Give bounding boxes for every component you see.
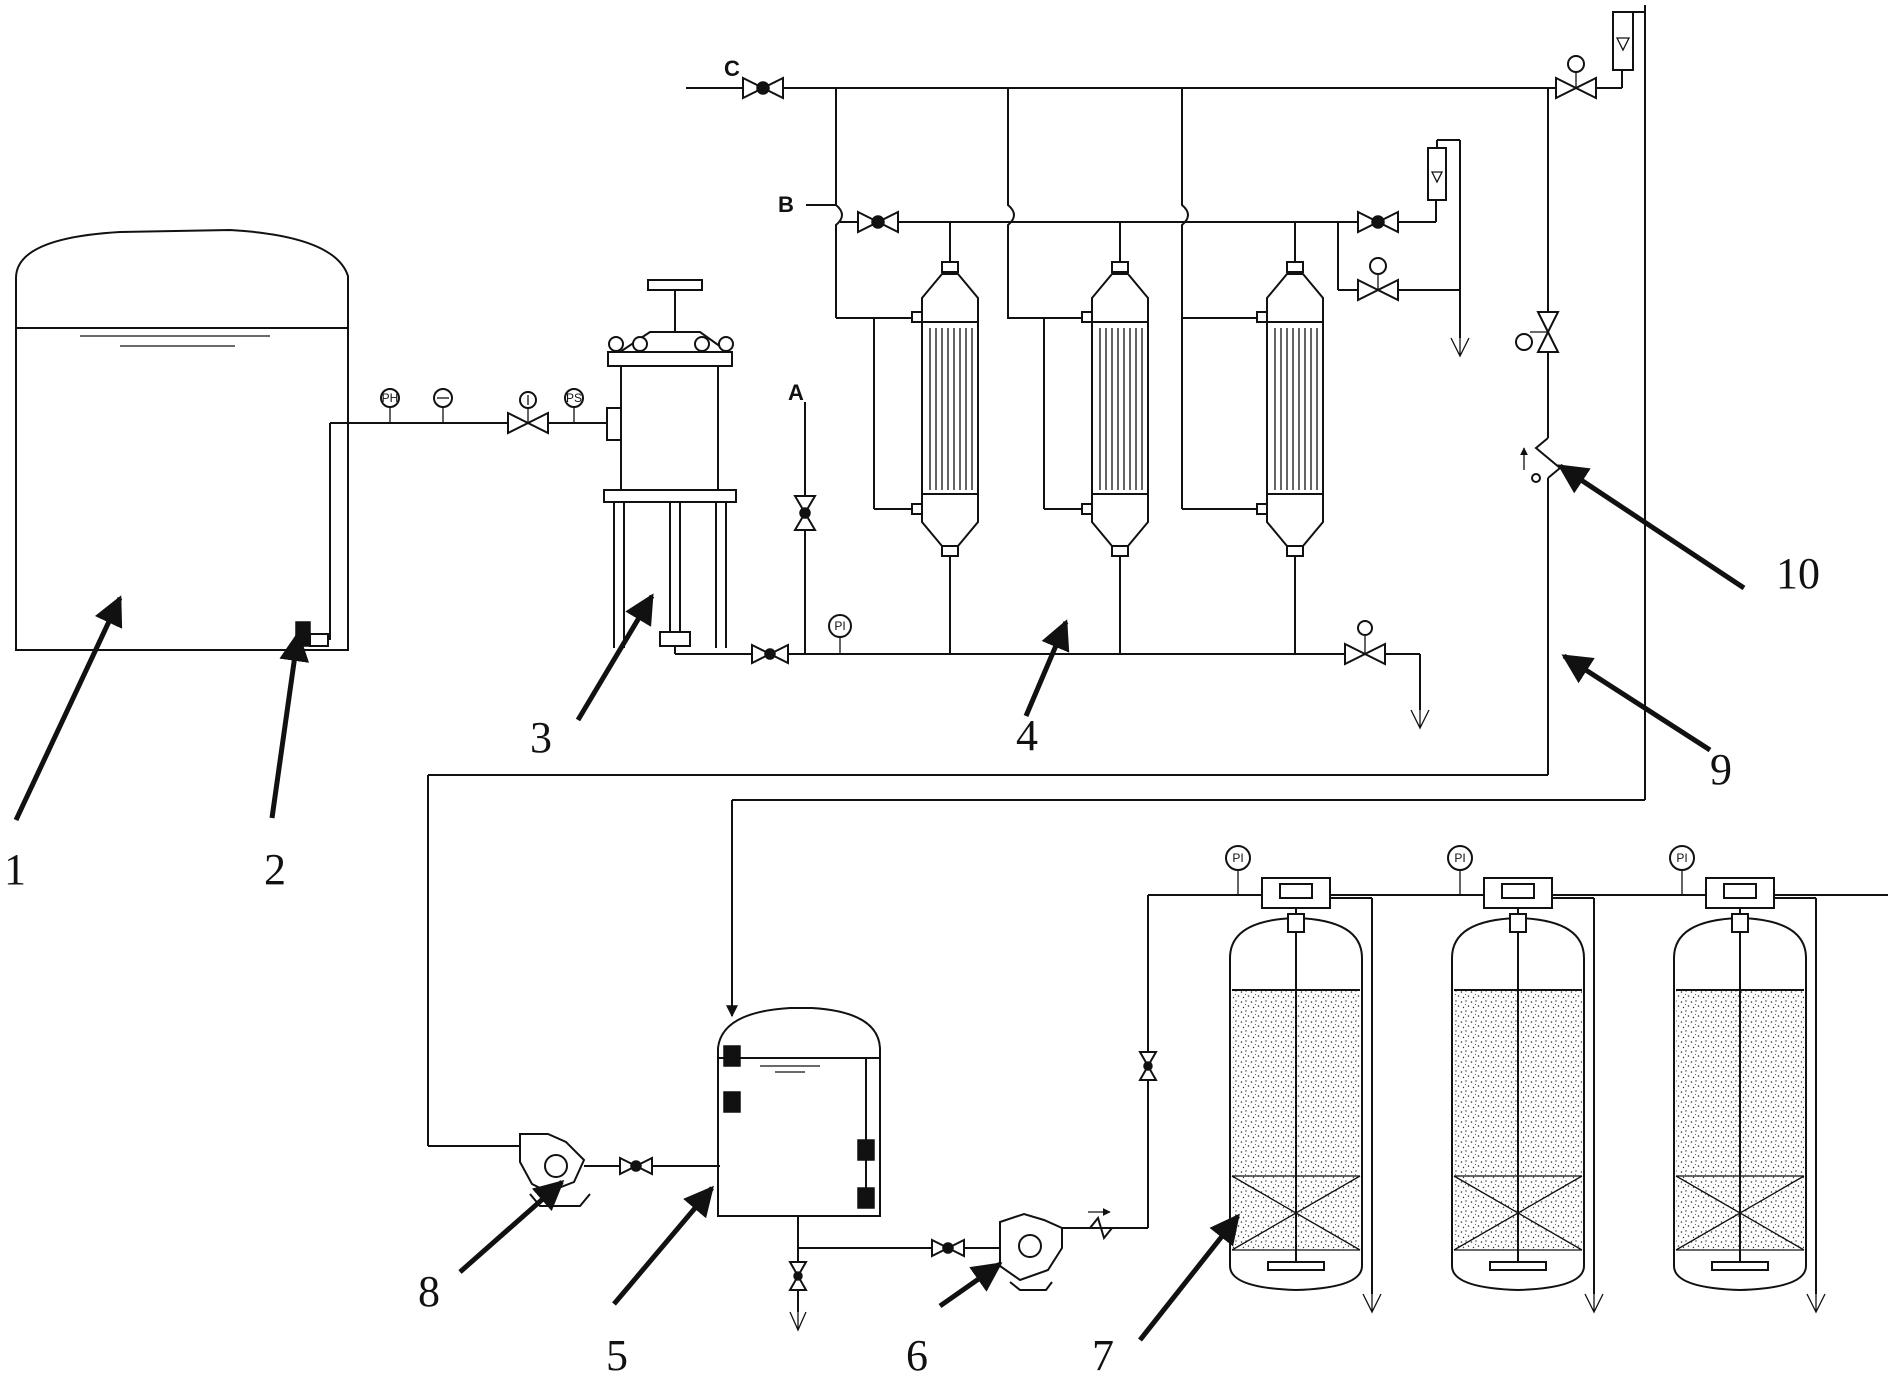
svg-text:PS: PS bbox=[566, 391, 582, 405]
line-a-valve-icon bbox=[793, 495, 817, 531]
media-filter-1: PI bbox=[1225, 845, 1382, 1314]
pump-6-check-valve-icon bbox=[1088, 1208, 1113, 1241]
svg-text:C: C bbox=[724, 56, 740, 81]
permeate-flow-valve-icon bbox=[1515, 311, 1560, 353]
callout-6: 6 bbox=[906, 1331, 928, 1378]
feed-control-valve-icon bbox=[507, 391, 549, 435]
callout-8: 8 bbox=[418, 1267, 440, 1316]
feed-pump-8 bbox=[519, 1133, 720, 1207]
uf-drain-valve-icon bbox=[1344, 620, 1386, 666]
callout-4: 4 bbox=[1016, 711, 1038, 760]
intermediate-tank bbox=[717, 1007, 1000, 1332]
callout-2: 2 bbox=[264, 845, 286, 894]
svg-text:PH: PH bbox=[382, 391, 399, 405]
line-b-header: B bbox=[778, 139, 1470, 358]
filter-3-pressure-gauge-icon: PI bbox=[1669, 845, 1695, 895]
raw-water-tank bbox=[15, 228, 349, 651]
filter-feed-valve-icon bbox=[1138, 1051, 1158, 1081]
uf-membrane-3 bbox=[1181, 222, 1324, 654]
callout-10: 10 bbox=[1776, 549, 1820, 598]
bypass-control-valve-icon bbox=[1357, 257, 1399, 302]
bag-filter bbox=[603, 279, 737, 654]
svg-text:PI: PI bbox=[1232, 851, 1243, 865]
concentrate-valve-icon bbox=[1357, 210, 1399, 234]
uf-membrane-2 bbox=[1043, 222, 1149, 654]
callout-7: 7 bbox=[1092, 1331, 1114, 1378]
svg-text:PI: PI bbox=[1454, 851, 1465, 865]
pump-8-valve-icon bbox=[619, 1156, 653, 1176]
tank-drain-valve-icon bbox=[788, 1261, 808, 1291]
check-valve-icon bbox=[1520, 437, 1562, 483]
return-line-to-tank bbox=[726, 799, 1645, 1018]
callout-5: 5 bbox=[606, 1331, 628, 1378]
permeate-line bbox=[427, 88, 1562, 1147]
pump-6-valve-icon bbox=[931, 1238, 965, 1258]
filter-2-pressure-gauge-icon: PI bbox=[1447, 845, 1473, 895]
pressure-gauge-icon: PI bbox=[828, 614, 852, 654]
line-b-valve-icon bbox=[857, 210, 899, 234]
callout-arrows bbox=[13, 463, 1746, 1342]
ps-switch-icon: PS bbox=[564, 388, 584, 423]
svg-text:B: B bbox=[778, 192, 794, 217]
callout-labels: 1 2 3 4 5 6 7 8 9 10 bbox=[4, 549, 1820, 1378]
media-filter-2: PI bbox=[1447, 845, 1604, 1314]
uf-inlet-valve-icon bbox=[751, 643, 789, 665]
line-c-valve-icon bbox=[742, 76, 784, 100]
ph-meter-icon: PH bbox=[380, 388, 400, 423]
feed-line: PH PS bbox=[330, 388, 607, 435]
callout-3: 3 bbox=[530, 713, 552, 762]
line-c-header: C bbox=[686, 5, 1646, 800]
uf-membrane-1 bbox=[873, 222, 979, 654]
permeate-control-valve-icon bbox=[1555, 55, 1597, 100]
callout-9: 9 bbox=[1710, 745, 1732, 794]
filter-1-pressure-gauge-icon: PI bbox=[1225, 845, 1251, 895]
submersible-pump bbox=[295, 423, 331, 647]
analyzer-icon bbox=[433, 388, 453, 423]
media-filter-3: PI bbox=[1669, 845, 1826, 1314]
svg-text:A: A bbox=[788, 380, 804, 405]
callout-1: 1 bbox=[4, 845, 26, 894]
svg-text:PI: PI bbox=[1676, 851, 1687, 865]
svg-text:PI: PI bbox=[834, 619, 845, 633]
